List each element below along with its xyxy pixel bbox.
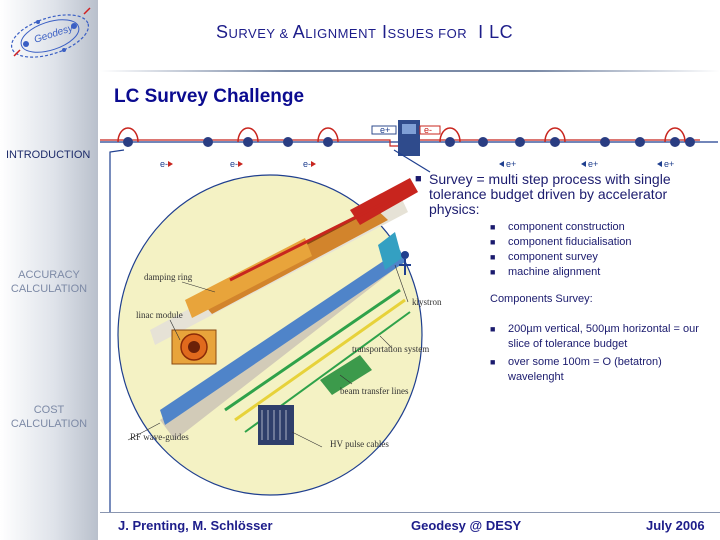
- sub-bullet-list: ■ component construction ■ component fid…: [490, 220, 632, 280]
- list-item: ■ over some 100m = O (betatron) waveleng…: [490, 355, 710, 385]
- slide-title: SURVEY & ALIGNMENT ISSUES FOR I LC: [216, 22, 513, 43]
- ip-label-electron: e-: [424, 125, 432, 135]
- title-part: URVEY: [228, 26, 276, 41]
- ip-box: [371, 120, 441, 156]
- tunnel-label-rf-wave-guides: RF wave-guides: [130, 432, 189, 442]
- section-accuracy-calculation[interactable]: ACCURACY CALCULATION: [10, 269, 88, 295]
- slide-subtitle: LC Survey Challenge: [114, 86, 305, 107]
- tunnel-label-klystron: klystron: [412, 297, 442, 307]
- footer-organization: Geodesy @ DESY: [411, 518, 522, 533]
- list-item: ■ component fiducialisation: [490, 235, 632, 250]
- components-bullet-text: 200µm vertical, 500µm horizontal = our s…: [508, 323, 699, 350]
- title-part: A: [292, 22, 306, 42]
- tunnel-label-transportation-system: transportation system: [352, 344, 429, 354]
- beam-label-electron-2: e-: [230, 159, 238, 169]
- footer-divider: [100, 512, 720, 513]
- tunnel-illustration: damping ring linac module klystron trans…: [117, 174, 442, 496]
- bullet-square-icon: ■: [490, 357, 496, 367]
- beam-label-positron-3: e+: [664, 159, 674, 169]
- ip-label-positron: e+: [380, 125, 390, 135]
- footer-date: July 2006: [646, 518, 705, 533]
- bullet-square-icon: ■: [490, 222, 496, 232]
- title-divider: [100, 70, 720, 72]
- title-part: SSUES: [387, 26, 435, 41]
- main-bullet: ■ Survey = multi step process with singl…: [415, 172, 715, 217]
- beam-label-positron-1: e+: [506, 159, 516, 169]
- section-introduction[interactable]: INTRODUCTION: [6, 149, 91, 161]
- logo-icon: [10, 7, 91, 58]
- components-bullet-text: over some 100m = O (betatron) wavelenght: [508, 356, 662, 383]
- title-part: I LC: [467, 22, 514, 42]
- bullet-square-icon: ■: [490, 252, 496, 262]
- tunnel-label-damping-ring: damping ring: [144, 272, 193, 282]
- list-item: ■ machine alignment: [490, 265, 632, 280]
- beam-label-electron-3: e-: [303, 159, 311, 169]
- tunnel-label-beam-transfer-lines: beam transfer lines: [340, 386, 409, 396]
- section-cost-calculation[interactable]: COST CALCULATION: [10, 404, 88, 430]
- list-item: ■ 200µm vertical, 500µm horizontal = our…: [490, 322, 710, 352]
- sub-bullet-text: component construction: [508, 221, 625, 233]
- list-item: ■ component survey: [490, 250, 632, 265]
- title-part: S: [216, 22, 229, 42]
- sub-bullet-text: component survey: [508, 251, 598, 263]
- tunnel-label-linac-module: linac module: [136, 310, 183, 320]
- footer-authors: J. Prenting, M. Schlösser: [118, 518, 273, 533]
- title-part: LIGNMENT: [305, 26, 377, 41]
- beamline-diagram: e+ e- e- e- e- e+ e+ e+: [100, 120, 718, 169]
- main-bullet-text: Survey = multi step process with single …: [429, 171, 671, 217]
- bullet-square-icon: ■: [490, 267, 496, 277]
- components-bullet-list: ■ 200µm vertical, 500µm horizontal = our…: [490, 322, 710, 388]
- list-item: ■ component construction: [490, 220, 632, 235]
- sub-bullet-text: machine alignment: [508, 266, 601, 278]
- bullet-square-icon: ■: [490, 237, 496, 247]
- components-survey-label: Components Survey:: [490, 293, 593, 305]
- beam-label-electron-1: e-: [160, 159, 168, 169]
- beam-label-positron-2: e+: [588, 159, 598, 169]
- tunnel-label-hv-pulse-cables: HV pulse cables: [330, 439, 389, 449]
- title-part: FOR: [438, 26, 468, 41]
- desy-logo: Geodesy: [10, 7, 91, 58]
- title-part: &: [275, 26, 293, 41]
- sidebar: [0, 0, 98, 540]
- bullet-square-icon: ■: [415, 173, 422, 185]
- bullet-square-icon: ■: [490, 324, 496, 334]
- title-part: I: [376, 22, 388, 42]
- sub-bullet-text: component fiducialisation: [508, 236, 632, 248]
